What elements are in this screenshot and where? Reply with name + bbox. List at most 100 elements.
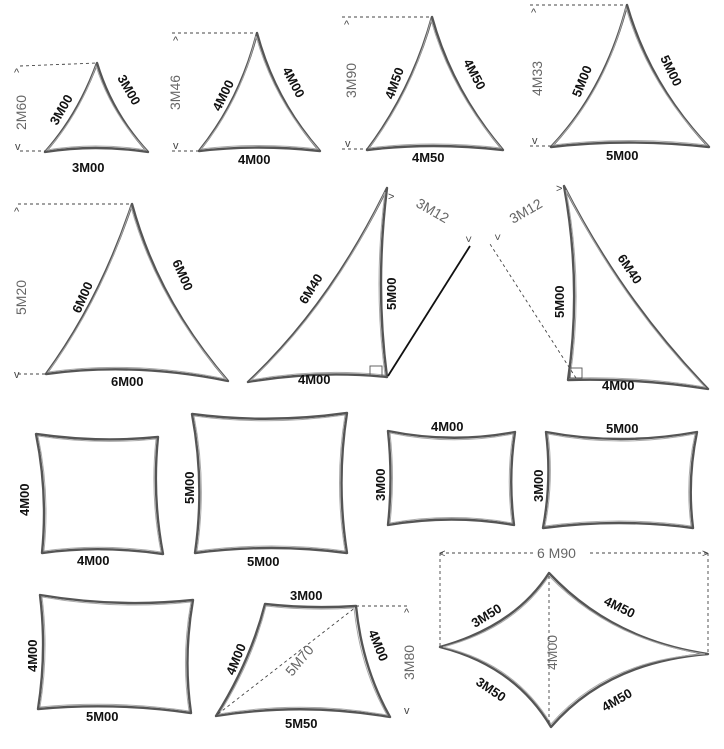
- sail-outline-inner: [199, 35, 320, 150]
- sail-outline: [190, 411, 349, 555]
- sail-outline: [246, 186, 389, 384]
- left-side-label: 4M50: [382, 65, 407, 101]
- sail-outline-inner: [367, 18, 503, 149]
- base-label: 4M00: [238, 152, 271, 167]
- tick-up: ^: [344, 19, 350, 31]
- bottom-label: 5M50: [285, 716, 318, 731]
- right-side-label: 4M00: [279, 64, 308, 100]
- right-angle-marker: [569, 367, 583, 379]
- height-label: 2M60: [13, 95, 29, 130]
- sail-outline-inner: [249, 191, 386, 381]
- triangle-3m: ^ v 2M60 3M00 3M00 3M00: [13, 61, 150, 175]
- tick-down: v: [404, 705, 410, 717]
- base-label: 5M00: [606, 148, 639, 163]
- sail-outline: [43, 61, 150, 154]
- top-label: 3M00: [290, 588, 323, 603]
- tick-up: ^: [14, 67, 20, 79]
- sail-outline: [438, 571, 710, 729]
- triangle-4m50: ^ v 3M90 4M50 4M50 4M50: [342, 15, 505, 165]
- lower-right-label: 4M50: [599, 685, 635, 714]
- height-label: 5M20: [13, 280, 29, 315]
- diagonal-label: 5M70: [282, 642, 317, 679]
- vertical-side-label: 5M00: [384, 277, 399, 310]
- tick-up: ^: [14, 206, 20, 218]
- tick-arrow: >: [556, 183, 562, 195]
- sail-outline-inner: [389, 432, 514, 524]
- side-label: 4M00: [25, 639, 40, 672]
- tick-down: v: [532, 135, 538, 147]
- upper-left-label: 3M50: [469, 601, 505, 631]
- tick-up: ^: [404, 607, 410, 619]
- sail-outline: [34, 432, 165, 556]
- height-label: 3M90: [343, 63, 359, 98]
- sail-outline: [365, 15, 505, 152]
- tick-arrow-2: >: [491, 234, 503, 240]
- lower-left-label: 3M50: [473, 674, 508, 705]
- arrow-left: <: [439, 548, 445, 560]
- triangle-6m: ^ v 5M20 6M00 6M00 6M00: [13, 202, 230, 389]
- bottom-label: 5M00: [247, 554, 280, 569]
- sail-outline-inner: [46, 205, 228, 380]
- rectangle-5x4: 4M00 5M00: [25, 593, 195, 724]
- height-line-top: [19, 62, 98, 67]
- height-label: 3M80: [401, 645, 417, 680]
- width-label: 6 M90: [537, 545, 576, 561]
- tick-down: v: [15, 141, 21, 153]
- triangle-4m: ^ v 3M46 4M00 4M00 4M00: [167, 31, 322, 167]
- side-label: 5M00: [182, 471, 197, 504]
- vertical-side-label: 5M00: [552, 285, 567, 318]
- sail-outline-inner: [551, 6, 709, 146]
- base-label: 4M00: [602, 378, 635, 393]
- height-label: 3M46: [167, 75, 183, 110]
- side-label: 4M00: [17, 483, 32, 516]
- tick-down: v: [345, 138, 351, 150]
- diagonal-label: 3M12: [507, 195, 546, 226]
- base-label: 4M00: [298, 372, 331, 387]
- diamond-sail: < > 6 M90 4M00 3M50 4M50 3M50 4M50: [438, 544, 710, 729]
- base-label: 6M00: [111, 374, 144, 389]
- tick-up: ^: [173, 35, 179, 47]
- sail-outline: [549, 3, 711, 149]
- tick-down: v: [173, 140, 179, 152]
- top-label: 4M00: [431, 419, 464, 434]
- right-side-label: 4M50: [460, 56, 489, 92]
- left-side-label: 3M00: [47, 92, 76, 128]
- tick-down: v: [14, 369, 20, 381]
- right-triangle-right: > > 3M12 6M40 5M00 4M00: [489, 183, 710, 393]
- top-label: 5M00: [606, 421, 639, 436]
- diagonal-brace: [387, 245, 471, 377]
- sail-outline: [197, 31, 322, 153]
- sail-outline: [44, 202, 230, 383]
- upper-right-label: 4M50: [602, 593, 638, 621]
- sail-outline-inner: [193, 414, 346, 552]
- height-label: 4M00: [544, 635, 560, 670]
- bottom-label: 5M00: [86, 709, 119, 724]
- left-side-label: 4M00: [209, 78, 237, 114]
- sail-outline-inner: [544, 433, 696, 527]
- square-5m: 5M00 5M00: [182, 411, 349, 569]
- diagonal-line: [217, 606, 357, 715]
- sail-outline-inner: [45, 64, 148, 151]
- square-4m: 4M00 4M00: [17, 432, 165, 568]
- tick-up: ^: [531, 7, 537, 19]
- arrow-right: >: [702, 548, 708, 560]
- side-label: 3M00: [531, 469, 546, 502]
- tick-arrow-2: >: [462, 236, 474, 242]
- diagonal-brace: [489, 243, 577, 379]
- right-side-label: 6M00: [169, 257, 196, 293]
- side-label: 3M00: [373, 468, 388, 501]
- base-label: 3M00: [72, 160, 105, 175]
- right-triangle-left: > > 3M12 6M40 5M00 4M00: [246, 186, 474, 387]
- diagonal-label: 3M12: [414, 195, 453, 226]
- bottom-label: 4M00: [77, 553, 110, 568]
- sail-outline: [36, 593, 195, 715]
- right-side-label: 4M00: [365, 628, 391, 664]
- rectangle-5x3: 5M00 3M00: [531, 421, 699, 530]
- right-side-label: 3M00: [114, 72, 143, 108]
- sail-outline: [562, 184, 710, 391]
- sail-outline-inner: [442, 575, 706, 725]
- sail-outline-inner: [217, 605, 388, 716]
- width-label-bg: [535, 544, 587, 560]
- trapezoid-sail: ^ v 3M80 5M70 3M00 4M00 4M00 5M50: [214, 588, 417, 731]
